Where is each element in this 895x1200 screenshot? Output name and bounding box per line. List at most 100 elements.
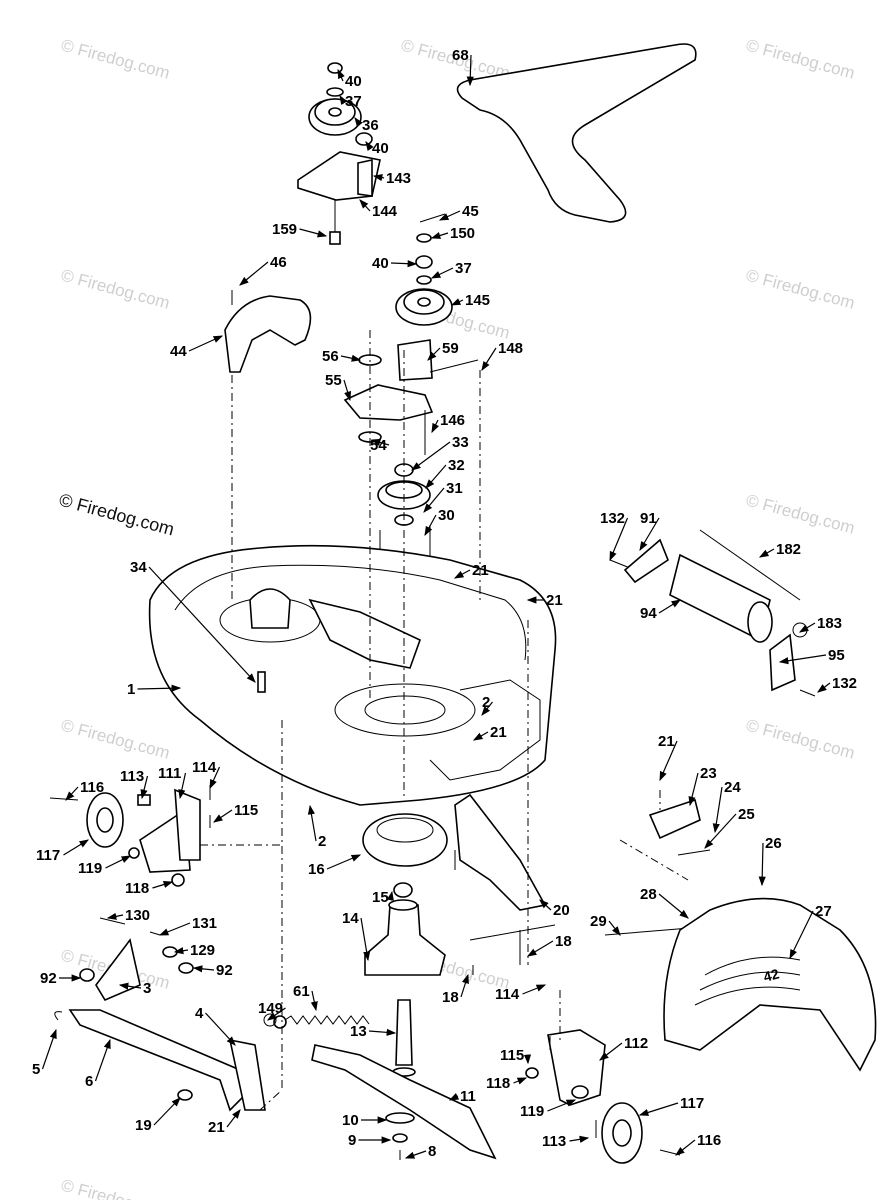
- callout-leader: [789, 910, 814, 960]
- callout-leader: [569, 1135, 590, 1143]
- left-wheel-assembly: [49, 785, 211, 887]
- callout-143: 143: [372, 170, 411, 187]
- callout-leader: [152, 881, 174, 889]
- callout-label: 23: [700, 765, 717, 782]
- callout-label: 11: [460, 1088, 476, 1105]
- callout-label: 56: [322, 348, 339, 365]
- callout-leader: [192, 965, 215, 973]
- callout-leader: [354, 117, 363, 127]
- callout-label: 68: [452, 47, 469, 64]
- callout-label: 132: [832, 675, 857, 692]
- callout-leader: [310, 990, 318, 1012]
- callout-37: 37: [339, 93, 362, 110]
- watermark-text: © Firedog.com: [57, 490, 176, 540]
- callout-leader: [481, 701, 493, 716]
- callout-leader: [481, 347, 497, 372]
- callout-118: 118: [486, 1075, 528, 1092]
- callout-leader: [522, 984, 547, 995]
- callout-label: 30: [438, 507, 455, 524]
- callout-label: 34: [130, 559, 147, 576]
- callout-115: 115: [213, 802, 258, 823]
- callout-leader: [658, 893, 689, 919]
- callout-leader: [41, 1028, 57, 1070]
- callout-15: 15: [372, 889, 394, 906]
- callout-25: 25: [704, 806, 755, 849]
- callout-label: 29: [590, 913, 607, 930]
- callout-132: 132: [600, 510, 629, 562]
- callout-leader: [213, 809, 233, 823]
- callout-label: 118: [125, 880, 149, 897]
- callout-leader: [431, 419, 439, 434]
- callout-leader: [423, 487, 445, 513]
- callout-label: 24: [724, 779, 741, 796]
- callout-leader: [267, 1007, 286, 1021]
- callout-114: 114: [495, 984, 547, 1003]
- callout-21: 21: [453, 562, 489, 579]
- callout-label: 143: [386, 170, 411, 187]
- callout-leader: [758, 548, 775, 558]
- callout-leader: [340, 354, 362, 362]
- callout-label: 114: [192, 759, 217, 776]
- callout-183: 183: [798, 615, 842, 633]
- callout-leader: [609, 517, 629, 562]
- callout-label: 33: [452, 434, 469, 451]
- callout-label: 45: [462, 203, 479, 220]
- callout-leader: [460, 973, 469, 998]
- callout-label: 130: [125, 907, 150, 924]
- callout-label: 9: [348, 1132, 356, 1149]
- callout-94: 94: [640, 599, 682, 622]
- callout-54: 54: [370, 437, 390, 454]
- callout-label: 129: [190, 942, 215, 959]
- callout-label: 18: [555, 933, 572, 950]
- callout-label: 117: [36, 847, 60, 864]
- callout-label: 54: [370, 437, 387, 454]
- callout-95: 95: [778, 647, 845, 665]
- front-lift-hardware: [79, 917, 194, 1002]
- callout-92: 92: [40, 970, 82, 987]
- callout-19: 19: [135, 1097, 181, 1134]
- callout-leader: [430, 232, 449, 239]
- callout-leader: [299, 228, 328, 238]
- callout-label: 8: [428, 1143, 436, 1160]
- callout-34: 34: [130, 559, 256, 683]
- callout-label: 44: [170, 343, 187, 360]
- callout-label: 2: [482, 694, 490, 711]
- callout-leader: [466, 54, 474, 87]
- callout-132: 132: [817, 675, 857, 693]
- idler-pulley-assembly: [395, 213, 453, 326]
- callout-117: 117: [36, 839, 90, 864]
- callout-113: 113: [542, 1133, 590, 1150]
- callout-1: 1: [127, 681, 182, 698]
- watermark-text: © Firedog.com: [59, 716, 172, 763]
- callout-149: 149: [258, 1000, 286, 1021]
- callout-label: 131: [192, 915, 217, 932]
- callout-leader: [523, 1054, 532, 1065]
- callout-129: 129: [173, 942, 215, 959]
- callout-leader: [430, 267, 454, 279]
- callout-label: 159: [272, 221, 297, 238]
- callout-131: 131: [158, 915, 217, 936]
- callout-label: 15: [372, 889, 389, 906]
- callout-label: 21: [658, 733, 675, 750]
- callout-label: 116: [80, 779, 104, 796]
- callout-2: 2: [307, 804, 326, 850]
- callout-label: 92: [216, 962, 233, 979]
- callout-26: 26: [758, 835, 782, 887]
- callout-leader: [368, 1028, 397, 1036]
- callout-leader: [205, 1012, 236, 1046]
- callout-leader: [712, 786, 723, 834]
- callout-leader: [105, 855, 132, 869]
- callout-61: 61: [293, 983, 318, 1012]
- callout-label: 115: [234, 802, 258, 819]
- callout-label: 19: [135, 1117, 152, 1134]
- callout-37: 37: [430, 260, 472, 279]
- callout-leader: [798, 622, 816, 633]
- callout-leader: [140, 775, 149, 800]
- watermark-text: © Firedog.com: [59, 266, 172, 313]
- watermark-text: © Firedog.com: [744, 36, 857, 83]
- callout-leader: [608, 920, 621, 936]
- callout-59: 59: [427, 340, 459, 361]
- callout-leader: [359, 199, 371, 212]
- callout-leader: [675, 1139, 696, 1156]
- callout-55: 55: [325, 372, 352, 402]
